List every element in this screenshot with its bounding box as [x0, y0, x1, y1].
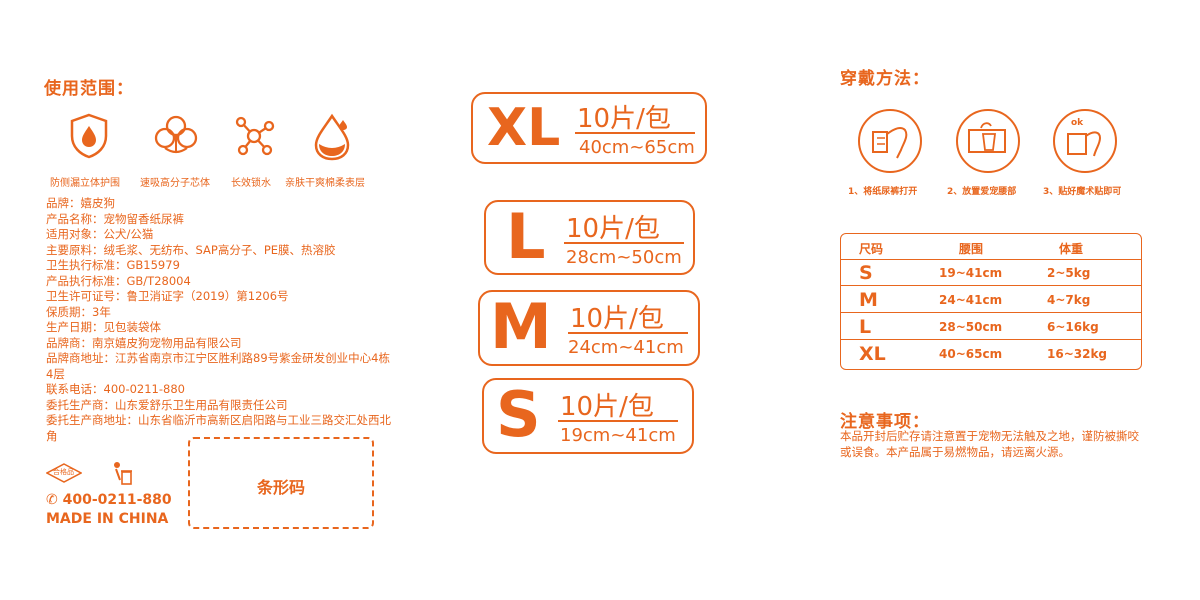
- cell-waist: 24~41cm: [939, 293, 1003, 307]
- size-letter: XL: [487, 98, 561, 158]
- ok-badge: ok: [1071, 118, 1084, 128]
- cell-size: M: [859, 289, 878, 311]
- notice-text: 本品开封后贮存请注意置于宠物无法触及之地，谨防被撕咬或误食。本产品属于易燃物品，…: [840, 429, 1139, 459]
- size-divider: [564, 242, 684, 244]
- info-line: 品牌商地址：江苏省南京市江宁区胜利路89号紫金研发创业中心4栋4层: [46, 351, 390, 381]
- phone-line: ✆ 400-0211-880: [46, 492, 172, 508]
- info-line: 保质期：3年: [46, 304, 111, 319]
- cell-waist: 19~41cm: [939, 266, 1003, 280]
- product-info: 品牌：嬉皮狗 产品名称：宠物留香纸尿裤 适用对象：公犬/公猫 主要原料：绒毛浆、…: [46, 196, 391, 444]
- feature-drop: [287, 112, 377, 162]
- open-diaper-icon: [858, 109, 922, 173]
- cell-weight: 2~5kg: [1047, 266, 1091, 280]
- info-line: 卫生执行标准：GB15979: [46, 258, 180, 272]
- cotton-icon: [154, 115, 198, 154]
- qualified-badge-icon: [45, 463, 83, 483]
- fasten-ok-icon: [1053, 109, 1117, 173]
- header-waist: 腰围: [959, 242, 984, 256]
- place-waist-icon: [956, 109, 1020, 173]
- size-divider: [575, 132, 695, 134]
- size-letter: L: [506, 200, 546, 273]
- qualified-badge: 合格品: [45, 463, 83, 487]
- phone-number: 400-0211-880: [62, 492, 172, 508]
- size-letter: S: [496, 378, 541, 451]
- cell-weight: 6~16kg: [1047, 320, 1099, 334]
- size-box-l: L 10片/包 28cm~50cm: [484, 200, 695, 275]
- size-pack: 10片/包: [577, 104, 671, 134]
- step-1: [857, 108, 923, 178]
- cell-weight: 4~7kg: [1047, 293, 1091, 307]
- cell-waist: 28~50cm: [939, 320, 1003, 334]
- table-divider: [841, 312, 1141, 313]
- header-weight: 体重: [1059, 242, 1084, 256]
- size-box-s: S 10片/包 19cm~41cm: [482, 378, 694, 454]
- info-line: 品牌：嬉皮狗: [46, 196, 115, 210]
- phone-icon: ✆: [46, 492, 58, 508]
- size-letter: M: [490, 290, 552, 363]
- info-line: 委托生产商：山东爱舒乐卫生用品有限责任公司: [46, 397, 288, 412]
- feature-label: 防侧漏立体护围: [50, 178, 120, 189]
- size-box-m: M 10片/包 24cm~41cm: [478, 290, 700, 366]
- notice-title: 注意事项：: [840, 412, 930, 432]
- info-line: 生产日期：见包装袋体: [46, 320, 161, 334]
- step-3: ok: [1052, 108, 1118, 178]
- size-range: 19cm~41cm: [560, 425, 676, 446]
- recycle-bin-icon: [114, 462, 132, 485]
- step-label: 1、将纸尿裤打开: [848, 187, 918, 197]
- feature-label: 长效锁水: [231, 178, 271, 189]
- cell-weight: 16~32kg: [1047, 347, 1108, 361]
- table-divider: [841, 259, 1141, 260]
- info-line: 产品执行标准：GB/T28004: [46, 273, 191, 288]
- size-pack: 10片/包: [560, 392, 654, 422]
- drop-icon: [314, 113, 350, 161]
- info-line: 卫生许可证号：鲁卫消证字（2019）第1206号: [46, 289, 289, 303]
- info-line: 产品名称：宠物留香纸尿裤: [46, 211, 184, 226]
- size-range: 40cm~65cm: [579, 137, 695, 158]
- size-pack: 10片/包: [570, 304, 664, 334]
- cell-size: S: [859, 262, 873, 284]
- size-box-xl: XL 10片/包 40cm~65cm: [471, 92, 707, 164]
- step-2: [955, 108, 1021, 178]
- barcode-placeholder: 条形码: [188, 437, 374, 529]
- feature-molecule: [209, 112, 299, 160]
- size-divider: [568, 332, 688, 334]
- header-size: 尺码: [859, 242, 884, 256]
- wearing-title: 穿戴方法：: [840, 69, 930, 89]
- usage-title: 使用范围：: [44, 79, 134, 99]
- barcode-label: 条形码: [256, 478, 305, 497]
- feature-label: 速吸高分子芯体: [140, 178, 210, 189]
- feature-label: 亲肤干爽棉柔表层: [285, 178, 365, 189]
- trash-icon-wrap: [112, 460, 134, 490]
- cell-size: XL: [859, 343, 886, 365]
- made-in-label: MADE IN CHINA: [46, 511, 169, 527]
- molecule-icon: [235, 116, 275, 156]
- info-line: 品牌商：南京嬉皮狗宠物用品有限公司: [46, 335, 242, 350]
- step-label: 3、贴好魔术贴即可: [1043, 187, 1122, 197]
- info-line: 委托生产商地址：山东省临沂市高新区启阳路与工业三路交汇处西北角: [46, 413, 391, 443]
- size-table: 尺码 腰围 体重 S 19~41cm 2~5kg M 24~41cm 4~7kg…: [840, 233, 1142, 370]
- size-divider: [558, 420, 678, 422]
- feature-cotton: [131, 112, 221, 160]
- feature-shield: [44, 112, 134, 160]
- info-line: 适用对象：公犬/公猫: [46, 227, 154, 241]
- info-line: 主要原料：绒毛浆、无纺布、SAP高分子、PE膜、热溶胶: [46, 242, 336, 257]
- cell-size: L: [859, 316, 872, 338]
- info-line: 联系电话：400-0211-880: [46, 382, 185, 396]
- step-label: 2、放置爱宠腰部: [947, 187, 1017, 197]
- table-divider: [841, 285, 1141, 286]
- size-range: 24cm~41cm: [568, 337, 684, 358]
- size-range: 28cm~50cm: [566, 247, 682, 268]
- table-divider: [841, 339, 1141, 340]
- shield-drop-icon: [70, 113, 108, 159]
- qualified-badge-text: 合格品: [53, 468, 74, 476]
- size-pack: 10片/包: [566, 214, 660, 244]
- cell-waist: 40~65cm: [939, 347, 1003, 361]
